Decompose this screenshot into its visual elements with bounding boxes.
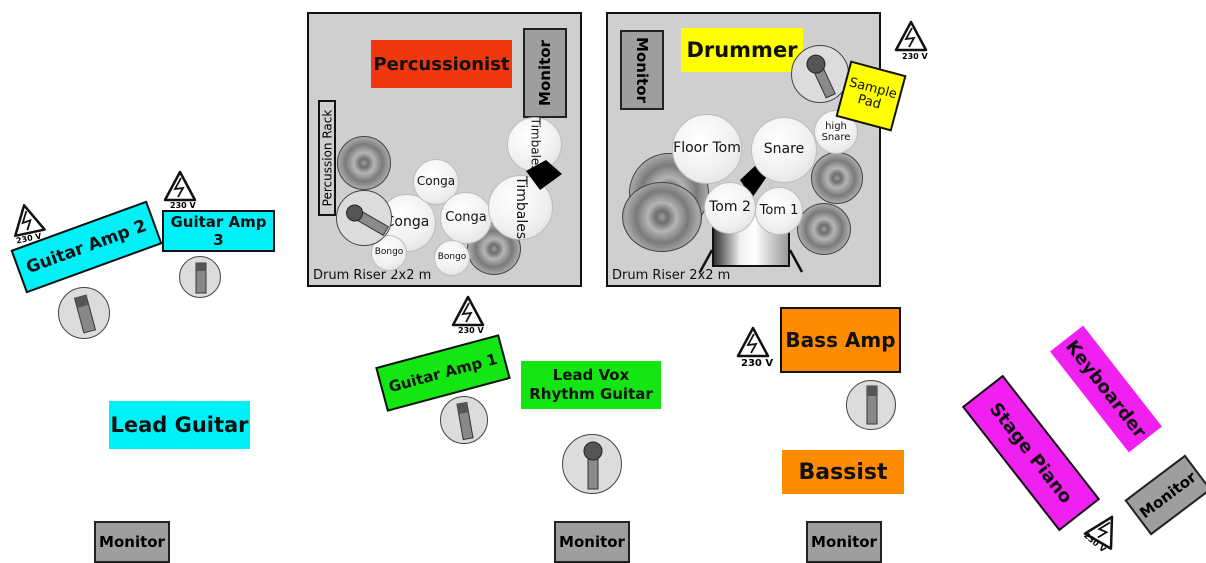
lead-vox-mic[interactable] xyxy=(562,434,622,494)
tom-1-label: Tom 1 xyxy=(759,202,799,218)
microphone-icon xyxy=(806,54,836,99)
percussion-monitor-label: Monitor xyxy=(536,40,554,106)
guitar-amp-2: Guitar Amp 2 xyxy=(10,200,163,294)
bass-amp-label: Bass Amp xyxy=(785,328,896,352)
floor-tom-label: Floor Tom xyxy=(673,140,741,157)
percussion-cymbal-left xyxy=(337,136,391,190)
lead-vox-line2: Rhythm Guitar xyxy=(529,385,653,403)
percussion-rack-label: Percussion Rack xyxy=(320,109,335,207)
monitor-front-center-label: Monitor xyxy=(559,533,625,551)
drum-riser-label: Drum Riser 2x2 m xyxy=(612,268,731,283)
percussion-riser-label: Drum Riser 2x2 m xyxy=(313,268,432,283)
percussion-rack: Percussion Rack xyxy=(318,100,336,216)
power-label: 230 V xyxy=(741,358,774,369)
guitar-amp-2-label: Guitar Amp 2 xyxy=(23,215,150,279)
tom-2-label: Tom 2 xyxy=(709,199,751,216)
power-label: 230 V xyxy=(458,326,484,335)
snare: Snare xyxy=(751,117,817,183)
power-label: 230 V xyxy=(170,201,196,210)
stage-piano-label: Stage Piano xyxy=(985,398,1077,508)
microphone-icon xyxy=(73,294,97,334)
power-icon xyxy=(163,170,197,202)
drummer-label: Drummer xyxy=(681,28,803,72)
microphone-icon xyxy=(583,441,603,490)
microphone-icon xyxy=(456,401,474,441)
timbale-top: Timbales xyxy=(507,117,562,172)
microphone-icon xyxy=(866,385,878,425)
microphone-icon xyxy=(346,204,389,237)
power-icon xyxy=(451,295,485,327)
percussion-monitor: Monitor xyxy=(523,28,567,118)
timbale-bottom-label: Timbales xyxy=(513,176,530,239)
keyboarder-text: Keyboarder xyxy=(1061,336,1151,442)
lead-guitar-label: Lead Guitar xyxy=(109,401,250,449)
keyboarder-label: Keyboarder xyxy=(1050,325,1162,453)
conga-left-label: Conga xyxy=(384,214,430,231)
percussionist-label: Percussionist xyxy=(371,40,512,88)
guitar-amp-2-mic[interactable] xyxy=(58,287,110,339)
timbale-top-label: Timbales xyxy=(528,117,543,172)
power-label: 230 V xyxy=(902,52,928,61)
drum-cymbal-right-1 xyxy=(811,152,863,204)
monitor-front-left: Monitor xyxy=(94,521,170,563)
drum-monitor-label: Monitor xyxy=(633,37,651,103)
floor-tom: Floor Tom xyxy=(672,114,742,184)
drum-cymbal-right-2 xyxy=(797,203,851,255)
power-icon xyxy=(894,20,928,52)
monitor-front-right: Monitor xyxy=(806,521,882,563)
bongo-left: Bongo xyxy=(371,235,407,271)
monitor-front-left-label: Monitor xyxy=(99,533,165,551)
microphone-icon xyxy=(195,262,207,294)
power-icon xyxy=(736,326,770,358)
conga-top: Conga xyxy=(413,159,459,205)
high-snare-label: high Snare xyxy=(821,121,851,143)
guitar-amp-3-mic[interactable] xyxy=(179,256,221,298)
conga-top-label: Conga xyxy=(416,174,456,189)
monitor-keys-label: Monitor xyxy=(1136,467,1200,523)
bongo-right: Bongo xyxy=(434,240,470,276)
monitor-keys: Monitor xyxy=(1124,454,1206,536)
bassist-text: Bassist xyxy=(798,459,888,485)
power-label: 230 V xyxy=(1082,530,1108,555)
tom-2: Tom 2 xyxy=(704,182,756,234)
monitor-front-right-label: Monitor xyxy=(811,533,877,551)
conga-right-label: Conga xyxy=(445,209,487,225)
snare-label: Snare xyxy=(763,141,805,158)
timbale-bottom: Timbales xyxy=(488,175,553,240)
bass-amp: Bass Amp xyxy=(780,307,901,373)
sample-pad-label: Sample Pad xyxy=(847,74,899,113)
guitar-amp-3-label: Guitar Amp 3 xyxy=(170,213,267,249)
bass-amp-mic[interactable] xyxy=(846,380,896,430)
drum-monitor: Monitor xyxy=(620,30,664,110)
monitor-front-center: Monitor xyxy=(554,521,630,563)
lead-guitar-text: Lead Guitar xyxy=(110,413,249,437)
guitar-amp-1-label: Guitar Amp 1 xyxy=(386,349,500,397)
percussion-mic[interactable] xyxy=(336,190,392,246)
stage-piano: Stage Piano xyxy=(961,374,1101,532)
drum-cymbal-large-2 xyxy=(622,182,702,252)
bongo-left-label: Bongo xyxy=(374,247,404,258)
bassist-label: Bassist xyxy=(782,450,904,494)
drummer-mic[interactable] xyxy=(791,45,849,103)
guitar-amp-3: Guitar Amp 3 xyxy=(162,210,275,252)
bongo-right-label: Bongo xyxy=(437,252,467,263)
tom-1: Tom 1 xyxy=(755,187,803,235)
conga-right: Conga xyxy=(440,192,492,244)
lead-vox-line1: Lead Vox xyxy=(552,366,630,385)
guitar-amp-1-mic[interactable] xyxy=(440,396,488,444)
lead-vox-label: Lead Vox Rhythm Guitar xyxy=(521,361,661,409)
